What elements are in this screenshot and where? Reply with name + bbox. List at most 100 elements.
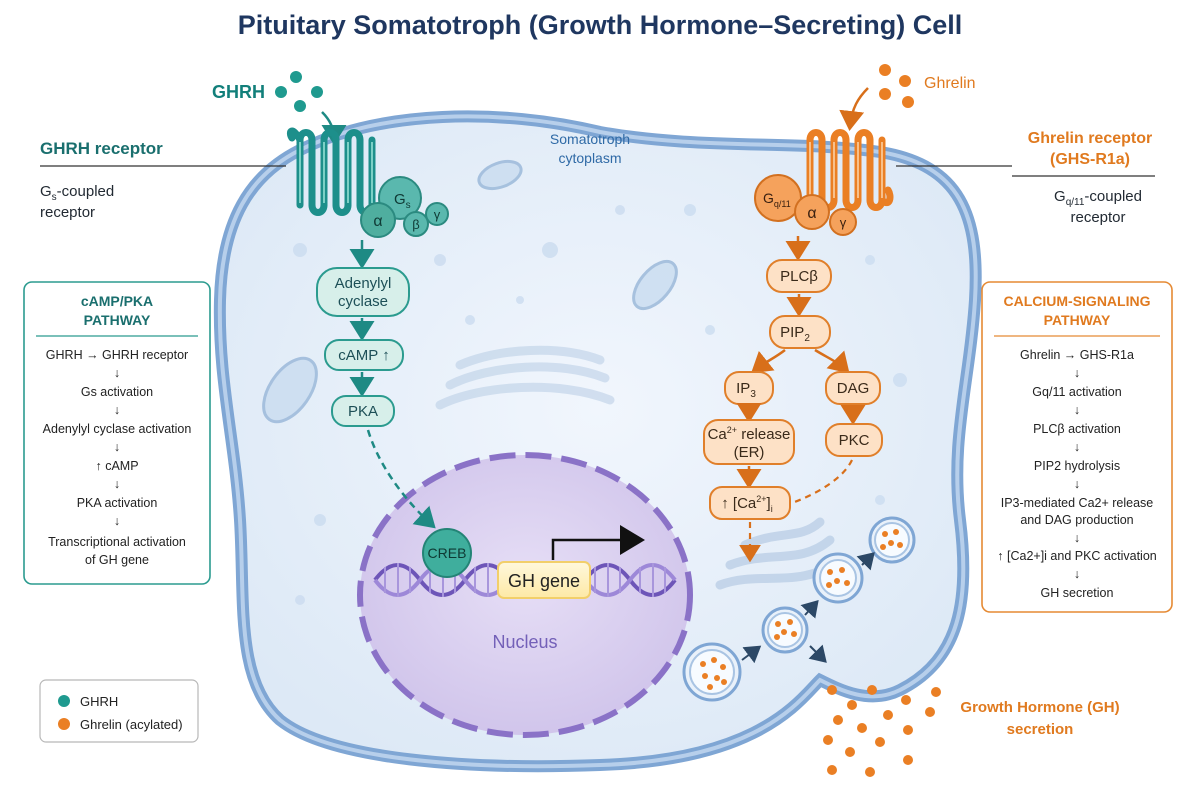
calcium-step: ↓	[1074, 403, 1080, 417]
gs-gamma	[425, 202, 449, 226]
gq-alpha	[794, 194, 830, 230]
calcium-box-title-2: PATHWAY	[1044, 312, 1111, 328]
ghrh-molecules	[275, 71, 323, 112]
camp-box-title-2: PATHWAY	[84, 312, 151, 328]
legend-ghrh-label: GHRH	[80, 694, 118, 709]
pip2-label: PIP2	[780, 324, 810, 344]
page-title: Pituitary Somatotroph (Growth Hormone–Se…	[238, 10, 963, 40]
gs-alpha-label: α	[373, 213, 382, 230]
mitochondrion-top	[477, 159, 523, 191]
arrow-pip2-dag	[814, 348, 850, 374]
vesicle-2	[761, 606, 809, 654]
ca-i-node	[709, 486, 791, 520]
vesicle-3	[812, 552, 864, 604]
vesicle-1	[682, 642, 742, 702]
gs-alpha	[360, 202, 396, 238]
camp-step: GHRH → GHRH receptor	[46, 348, 188, 362]
gh-gene-box	[497, 561, 591, 599]
calcium-step: PIP2 hydrolysis	[1034, 459, 1120, 473]
gs-gamma-label: γ	[434, 207, 441, 222]
nucleus-label: Nucleus	[492, 632, 557, 652]
cytoplasm-label: Somatotroph	[550, 131, 630, 147]
creb-node	[422, 528, 472, 578]
plcb-node	[766, 259, 832, 293]
calcium-step: ↓	[1074, 531, 1080, 545]
ghrelin-receptor-title-1: Ghrelin receptor	[1028, 130, 1152, 147]
calcium-step: Gq/11 activation	[1032, 385, 1121, 399]
pip2-node	[769, 315, 831, 349]
calcium-step: ↓	[1074, 366, 1080, 380]
gq-alpha-label: α	[807, 205, 816, 222]
golgi-apparatus	[435, 345, 615, 410]
camp-step: PKA activation	[77, 496, 158, 510]
pkc-label: PKC	[839, 432, 870, 449]
arrow-pip2-ip3	[751, 349, 786, 374]
calcium-step: ↓	[1074, 567, 1080, 581]
ca-i-label: ↑ [Ca2+]i	[721, 494, 772, 514]
camp-step: Gs activation	[81, 385, 153, 399]
gs-beta-label: β	[412, 217, 419, 232]
calcium-step: GH secretion	[1041, 586, 1114, 600]
pkc-node	[825, 423, 883, 457]
calcium-step: IP3-mediated Ca2+ release	[1001, 496, 1154, 510]
cytoplasm-label-2: cytoplasm	[558, 150, 621, 166]
ghrh-receptor-title: GHRH receptor	[40, 139, 163, 158]
calcium-box-title-1: CALCIUM-SIGNALING	[1004, 293, 1151, 309]
gs-label: Gs	[394, 191, 411, 211]
vesicle-4	[868, 516, 916, 564]
calcium-step: ↑ [Ca2+]i and PKC activation	[997, 549, 1157, 563]
camp-box-title-1: cAMP/PKA	[81, 293, 153, 309]
ghrh-receptor-highlight	[299, 142, 373, 203]
camp-step: ↓	[114, 403, 120, 417]
gq-gamma	[829, 208, 857, 236]
legend-ghrelin-label: Ghrelin (acylated)	[80, 717, 183, 732]
camp-node	[324, 339, 404, 371]
transcription-arrow	[551, 525, 645, 560]
gq-label: Gq/11	[763, 190, 791, 209]
dag-node	[825, 371, 881, 405]
calcium-pathway-box	[981, 281, 1173, 613]
calcium-step: PLCβ activation	[1033, 422, 1121, 436]
ghrelin-receptor-title-2: (GHS-R1a)	[1050, 151, 1130, 168]
gq-gamma-label: γ	[840, 215, 847, 230]
gh-gene-label: GH gene	[508, 571, 580, 591]
ca-release-node	[703, 419, 795, 465]
ghrh-ligand-label: GHRH	[212, 82, 265, 102]
arrow-pka-creb	[366, 429, 436, 529]
ghrelin-molecules	[879, 64, 914, 108]
dna-helix	[373, 563, 677, 597]
plcb-label: PLCβ	[780, 268, 818, 285]
camp-step: ↓	[114, 514, 120, 528]
calcium-step: ↓	[1074, 477, 1080, 491]
camp-step: Adenylyl cyclase activation	[43, 422, 192, 436]
ghrelin-receptor-sub1: Gq/11-coupled	[1054, 188, 1142, 208]
mitochondrion-right	[632, 259, 678, 311]
gh-granules	[823, 685, 941, 777]
pka-node	[331, 395, 395, 427]
adenylyl-label-2: cyclase	[338, 293, 388, 310]
legend-box	[39, 679, 199, 743]
legend-ghrh-swatch	[58, 695, 70, 707]
camp-step: of GH gene	[85, 553, 149, 567]
secretory-vesicles	[682, 516, 916, 702]
ca-release-label-1: Ca2+ release	[708, 425, 791, 443]
adenylyl-cyclase-node	[316, 267, 410, 317]
arrow-pkc-secretion	[791, 459, 853, 505]
camp-step: ↓	[114, 440, 120, 454]
camp-pathway-box	[23, 281, 211, 585]
mitochondrion-left	[262, 356, 318, 424]
ghrelin-receptor-highlight	[809, 142, 883, 198]
dag-label: DAG	[837, 380, 870, 397]
camp-step: Transcriptional activation	[48, 535, 186, 549]
legend-ghrelin-swatch	[58, 718, 70, 730]
ip3-label: IP3	[736, 380, 756, 400]
pka-label: PKA	[348, 403, 378, 420]
ghrh-receptor-sub1: Gs-coupled	[40, 183, 114, 203]
calcium-step: and DAG production	[1020, 513, 1133, 527]
camp-step: ↑ cAMP	[95, 459, 138, 473]
calcium-step: Ghrelin → GHS-R1a	[1020, 348, 1134, 362]
calcium-step: ↓	[1074, 440, 1080, 454]
ghrh-receptor-sub2: receptor	[40, 204, 95, 221]
ca-release-label-2: (ER)	[734, 444, 765, 461]
